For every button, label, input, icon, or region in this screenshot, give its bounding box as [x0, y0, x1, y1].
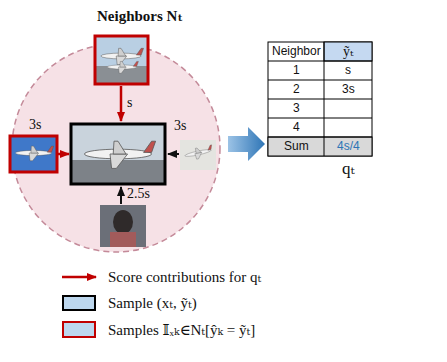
- legend-box: [63, 296, 95, 310]
- table-cell: 4s/4: [337, 140, 360, 153]
- table-cell: Neighbor: [272, 45, 321, 58]
- neighbor-image: [100, 205, 146, 247]
- score-arrow: [58, 153, 69, 156]
- score-table: [268, 42, 372, 156]
- table-cell: 3s: [342, 83, 355, 96]
- legend-arrow: [62, 276, 96, 279]
- score-label: 3s: [174, 118, 186, 133]
- neighbor-image: [10, 136, 57, 172]
- table-cell: 4: [293, 121, 300, 134]
- score-arrow: [120, 86, 123, 121]
- score-arrow: [168, 153, 179, 155]
- neighbor-image: [95, 36, 148, 84]
- legend-text: Samples 𝕀ₓₖ∈Nₜ[ŷₖ = ỹₜ]: [108, 322, 255, 339]
- table-cell: 1: [293, 64, 300, 77]
- score-label: 2.5s: [127, 186, 150, 201]
- legend-box: [63, 322, 95, 337]
- table-cell: 2: [293, 83, 300, 96]
- figure-title: Neighbors Nₜ: [97, 8, 183, 25]
- score-arrow: [120, 187, 122, 204]
- neighbor-image: [180, 140, 216, 170]
- table-cell: Sum: [284, 140, 309, 153]
- score-label: s: [127, 95, 132, 110]
- legend-text: Sample (xₜ, ỹₜ): [108, 295, 197, 312]
- table-cell: 3: [293, 102, 300, 115]
- transition-arrow: [228, 127, 265, 161]
- score-label: 3s: [29, 117, 41, 132]
- sample-image: [71, 124, 165, 184]
- table-cell: s: [345, 64, 351, 77]
- legend-text: Score contributions for qₜ: [108, 269, 261, 286]
- table-result: qₜ: [342, 160, 355, 179]
- table-cell: ỹₜ: [343, 44, 353, 59]
